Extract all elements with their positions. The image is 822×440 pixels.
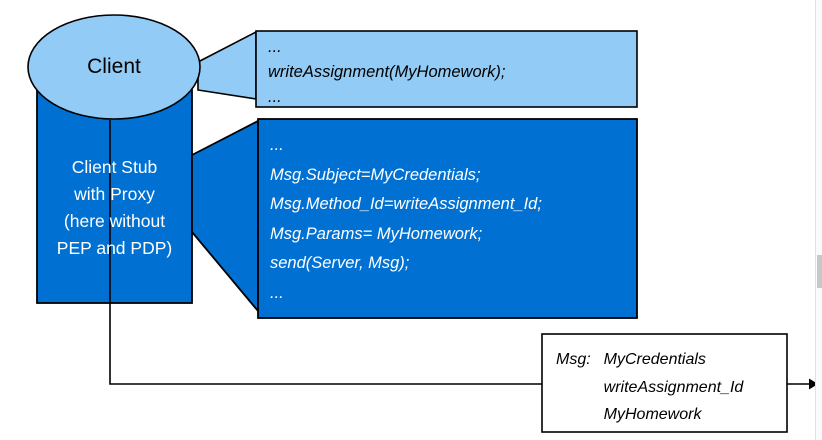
vertical-scrollbar-thumb[interactable] — [817, 255, 822, 288]
code-line: send(Server, Msg); — [270, 254, 410, 272]
message-box-content: Msg: MyCredentials writeAssignment_Id My… — [556, 346, 784, 429]
client-label-text: Client — [87, 55, 141, 78]
stub-label-line: (here without — [63, 210, 166, 231]
client-label: Client — [28, 15, 200, 119]
stub-callout-pointer — [191, 119, 259, 314]
client-code-callout: ... writeAssignment(MyHomework); ... — [268, 31, 633, 107]
code-line: Msg.Method_Id=writeAssignment_Id; — [270, 195, 542, 213]
client-stub-box — [36, 83, 193, 304]
message-flow-line — [109, 120, 542, 385]
message-value: writeAssignment_Id — [603, 378, 744, 396]
arrowhead-icon — [809, 378, 818, 390]
message-value: MyHomework — [603, 406, 702, 423]
client-callout-pointer — [197, 30, 257, 100]
code-line: ... — [268, 88, 282, 106]
stub-code-callout: ... Msg.Subject=MyCredentials; Msg.Metho… — [270, 119, 635, 318]
client-code-callout-box — [255, 30, 638, 108]
client-stub-label: Client Stub with Proxy (here without PEP… — [37, 84, 192, 303]
code-line: Msg.Params= MyHomework; — [270, 224, 483, 243]
stub-code-callout-box — [257, 118, 638, 319]
message-box — [541, 333, 788, 433]
client-ellipse — [27, 14, 201, 120]
vertical-scrollbar-track[interactable] — [815, 0, 822, 440]
stub-label-line: Client Stub — [71, 156, 158, 177]
message-value: MyCredentials — [603, 351, 706, 368]
code-line: ... — [270, 136, 284, 154]
stub-label-line: PEP and PDP) — [56, 237, 173, 258]
stub-label-line: with Proxy — [74, 183, 155, 204]
code-line: ... — [270, 283, 284, 302]
code-line: ... — [268, 38, 282, 56]
code-line: writeAssignment(MyHomework); — [268, 63, 506, 81]
message-values: MyCredentials writeAssignment_Id MyHomew… — [604, 346, 744, 429]
message-label: Msg: — [556, 351, 591, 368]
code-line: Msg.Subject=MyCredentials; — [270, 165, 481, 184]
